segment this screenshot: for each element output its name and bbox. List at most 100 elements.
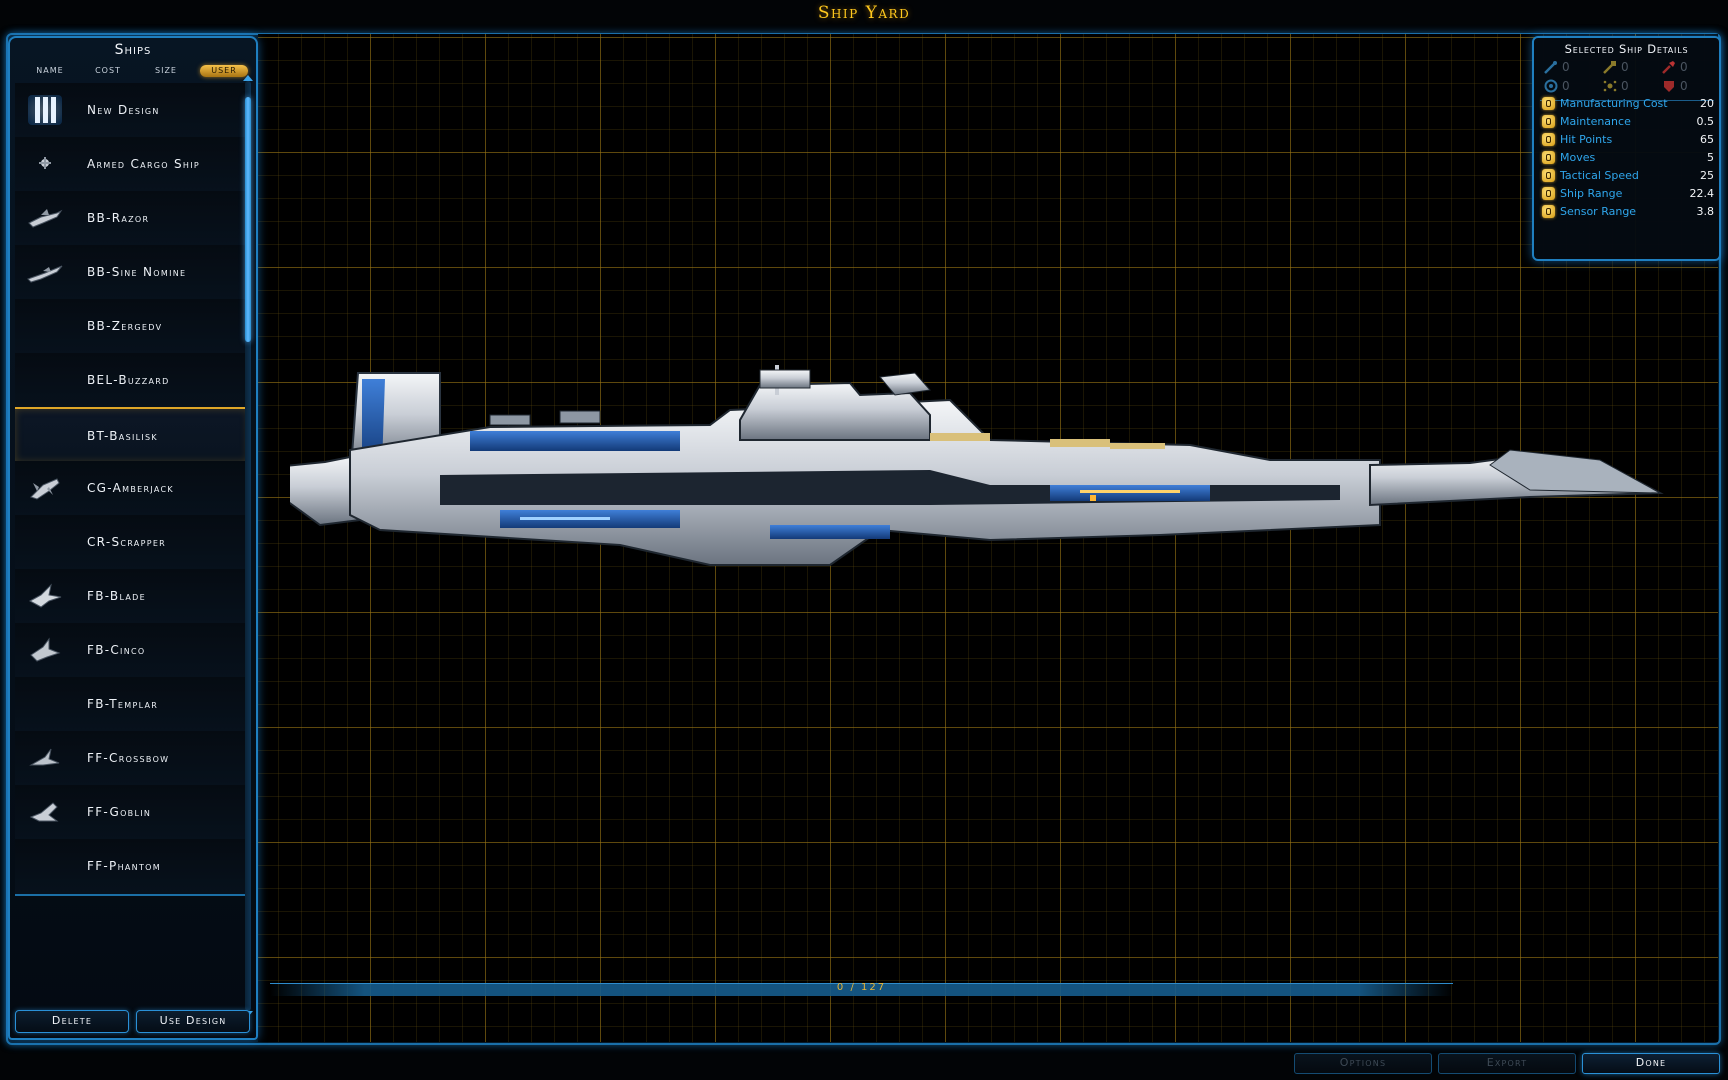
ship-name: New Design	[87, 103, 160, 117]
ship-turret	[1110, 443, 1165, 449]
ship-sensor-dish	[879, 372, 931, 396]
ship-list-item[interactable]: FB-Templar	[15, 677, 248, 734]
capacity-count: 0 / 127	[836, 982, 887, 993]
ship-list-item[interactable]: CG-Amberjack	[15, 461, 248, 518]
delete-button[interactable]: Delete	[15, 1010, 129, 1033]
ship-name: FB-Cinco	[87, 643, 146, 657]
ship-list-item[interactable]: BB-Sine Nomine	[15, 245, 248, 302]
scrollbar-thumb[interactable]	[245, 97, 251, 342]
ship-list-item[interactable]: FF-Goblin	[15, 785, 248, 842]
sort-tab-user[interactable]: USER	[200, 65, 248, 77]
selected-ship-details-panel: Selected Ship Details 0 0 0 0 0 0 Manufa…	[1532, 36, 1721, 261]
use-design-button[interactable]: Use Design	[136, 1010, 250, 1033]
ships-panel: Ships NAME COST SIZE USER New Design Arm…	[8, 36, 258, 1040]
wrench-icon	[1542, 169, 1555, 182]
shield-defense-icon	[1544, 79, 1558, 93]
manufacturing-cost-icon	[1542, 97, 1555, 110]
beam-weapon-stat: 0	[1544, 59, 1599, 75]
stat-hit-points: Hit Points 65	[1542, 131, 1714, 149]
shield-defense-value: 0	[1562, 79, 1570, 93]
fighter-bomber-icon	[27, 635, 63, 665]
missile-value: 0	[1680, 60, 1688, 74]
ship-name: CR-Scrapper	[87, 535, 167, 549]
done-button[interactable]: Done	[1582, 1053, 1720, 1074]
ship-blue-panel	[770, 525, 890, 539]
ship-list-item[interactable]: New Design	[15, 83, 248, 140]
stat-manufacturing-cost: Manufacturing Cost 20	[1542, 95, 1714, 113]
ship-name: FB-Blade	[87, 589, 146, 603]
stat-label: Tactical Speed	[1560, 169, 1639, 182]
sort-tabs: NAME COST SIZE USER	[20, 65, 252, 79]
armor-icon	[1664, 81, 1674, 92]
sort-tab-cost[interactable]: COST	[95, 66, 121, 75]
ship-name: FF-Goblin	[87, 805, 152, 819]
ship-lights	[520, 517, 610, 520]
point-defense-icon	[1603, 80, 1617, 92]
shield-defense-stat: 0	[1544, 78, 1599, 94]
details-divider	[1540, 100, 1714, 101]
ship-name: Armed Cargo Ship	[87, 157, 201, 171]
wrench-icon	[1542, 187, 1555, 200]
fighter-icon	[27, 743, 63, 773]
ship-lights	[1080, 490, 1180, 493]
ship-name: FB-Templar	[87, 697, 159, 711]
ship-tower	[759, 369, 811, 389]
stat-moves: Moves 5	[1542, 149, 1714, 167]
ship-list-item[interactable]: FB-Cinco	[15, 623, 248, 680]
battleship-icon	[27, 203, 63, 233]
ship-name: CG-Amberjack	[87, 481, 174, 495]
sort-tab-size[interactable]: SIZE	[155, 66, 177, 75]
wrench-icon	[1542, 115, 1555, 128]
ship-list-scrollbar[interactable]	[243, 75, 253, 1017]
stat-ship-range: Ship Range 22.4	[1542, 185, 1714, 203]
stat-value: 25	[1700, 169, 1714, 182]
mass-driver-stat: 0	[1603, 59, 1658, 75]
ship-name: BB-Zergedv	[87, 319, 163, 333]
new-design-icon	[27, 95, 63, 125]
stat-label: Maintenance	[1560, 115, 1631, 128]
capacity-bar: 0 / 127	[270, 982, 1453, 996]
ship-blue-panel	[470, 431, 680, 451]
ship-list-item[interactable]: FF-Crossbow	[15, 731, 248, 788]
stat-value: 22.4	[1689, 187, 1715, 200]
fighter-icon	[27, 797, 63, 827]
battleship-icon	[27, 257, 63, 287]
ship-name: BB-Razor	[87, 211, 150, 225]
armor-stat: 0	[1662, 78, 1717, 94]
stat-value: 3.8	[1696, 205, 1715, 218]
ship-turret	[559, 410, 601, 424]
ship-name: BT-Basilisk	[87, 429, 158, 443]
ship-tail-fin	[362, 379, 385, 465]
point-defense-value: 0	[1621, 79, 1629, 93]
ship-list-item[interactable]: BEL-Buzzard	[15, 353, 248, 410]
export-button[interactable]: Export	[1438, 1053, 1576, 1074]
scroll-up-arrow-icon[interactable]	[243, 75, 253, 81]
ship-list-item[interactable]: BB-Zergedv	[15, 299, 248, 356]
ship-list-item[interactable]: BB-Razor	[15, 191, 248, 248]
point-defense-stat: 0	[1603, 78, 1658, 94]
stat-label: Hit Points	[1560, 133, 1613, 146]
ship-prow	[1489, 449, 1661, 494]
beam-weapon-value: 0	[1562, 60, 1570, 74]
sort-tab-name[interactable]: NAME	[36, 66, 64, 75]
ship-name: BB-Sine Nomine	[87, 265, 187, 279]
ship-list-item[interactable]: Armed Cargo Ship	[15, 137, 248, 194]
ship-list-item[interactable]: FB-Blade	[15, 569, 248, 626]
ship-name: FF-Phantom	[87, 859, 161, 873]
mass-driver-icon	[1603, 61, 1616, 74]
options-button[interactable]: Options	[1294, 1053, 1432, 1074]
stat-label: Ship Range	[1560, 187, 1623, 200]
ship-list[interactable]: New Design Armed Cargo Ship BB-Razor BB-…	[15, 83, 248, 986]
stat-tactical-speed: Tactical Speed 25	[1542, 167, 1714, 185]
ship-model[interactable]	[290, 365, 1670, 630]
cargo-ship-icon	[27, 149, 63, 179]
ship-name: BEL-Buzzard	[87, 373, 170, 387]
stat-value: 20	[1700, 97, 1714, 110]
ship-list-item-selected[interactable]: BT-Basilisk	[15, 407, 248, 464]
beam-weapon-icon	[1544, 61, 1557, 74]
ship-list-item[interactable]: CR-Scrapper	[15, 515, 248, 572]
screen-title: Ship Yard	[817, 3, 911, 23]
stat-label: Sensor Range	[1560, 205, 1637, 218]
ship-list-item[interactable]: FF-Phantom	[15, 839, 248, 896]
stat-value: 0.5	[1696, 115, 1715, 128]
